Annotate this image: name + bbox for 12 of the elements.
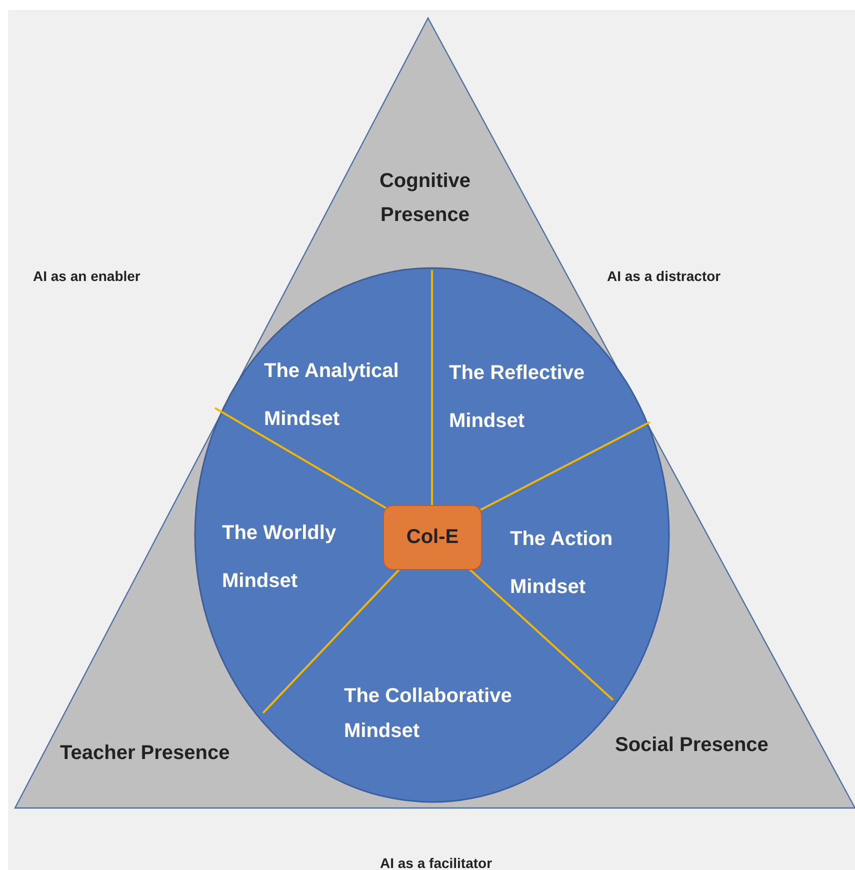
segment-label: The Worldly Mindset (222, 509, 372, 605)
segment-label: The Action Mindset (510, 515, 650, 611)
segment-label: The Collaborative Mindset (344, 679, 554, 755)
segment-label: The Analytical Mindset (264, 347, 434, 443)
corner-label: Cognitive Presence (378, 169, 472, 228)
corner-label: Social Presence (615, 733, 770, 758)
side-note: AI as an enabler (33, 268, 140, 284)
segment-label: The Reflective Mindset (449, 349, 619, 445)
side-note: AI as a distractor (607, 268, 721, 284)
corner-label: Teacher Presence (60, 741, 231, 766)
center-box: Col-E (383, 505, 482, 570)
side-note: AI as a facilitator (380, 855, 492, 870)
